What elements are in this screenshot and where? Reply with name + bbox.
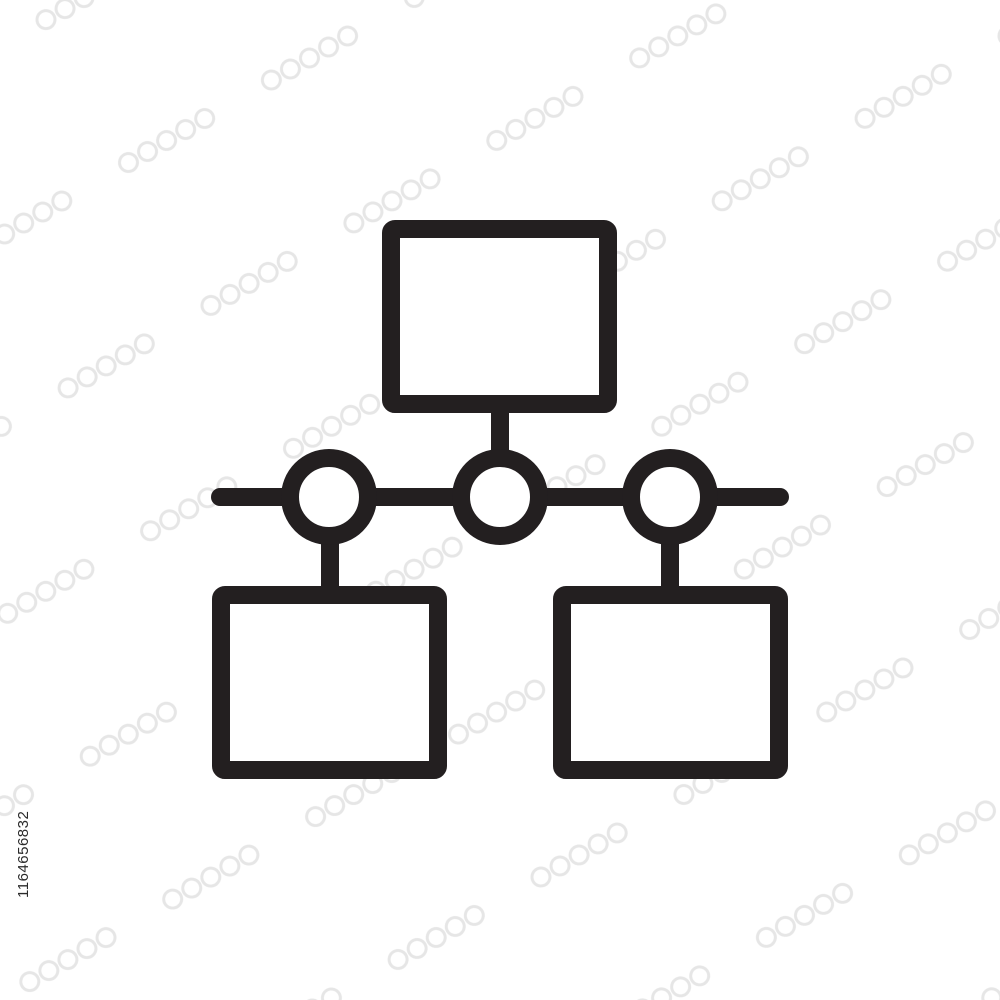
left-node-box bbox=[212, 586, 447, 779]
stock-image-id: 1164656832 bbox=[15, 810, 32, 898]
right-junction-circle bbox=[622, 449, 718, 545]
left-junction-circle bbox=[281, 449, 377, 545]
center-junction-circle bbox=[452, 449, 548, 545]
right-node-box bbox=[553, 586, 788, 779]
top-node-box bbox=[382, 220, 617, 413]
